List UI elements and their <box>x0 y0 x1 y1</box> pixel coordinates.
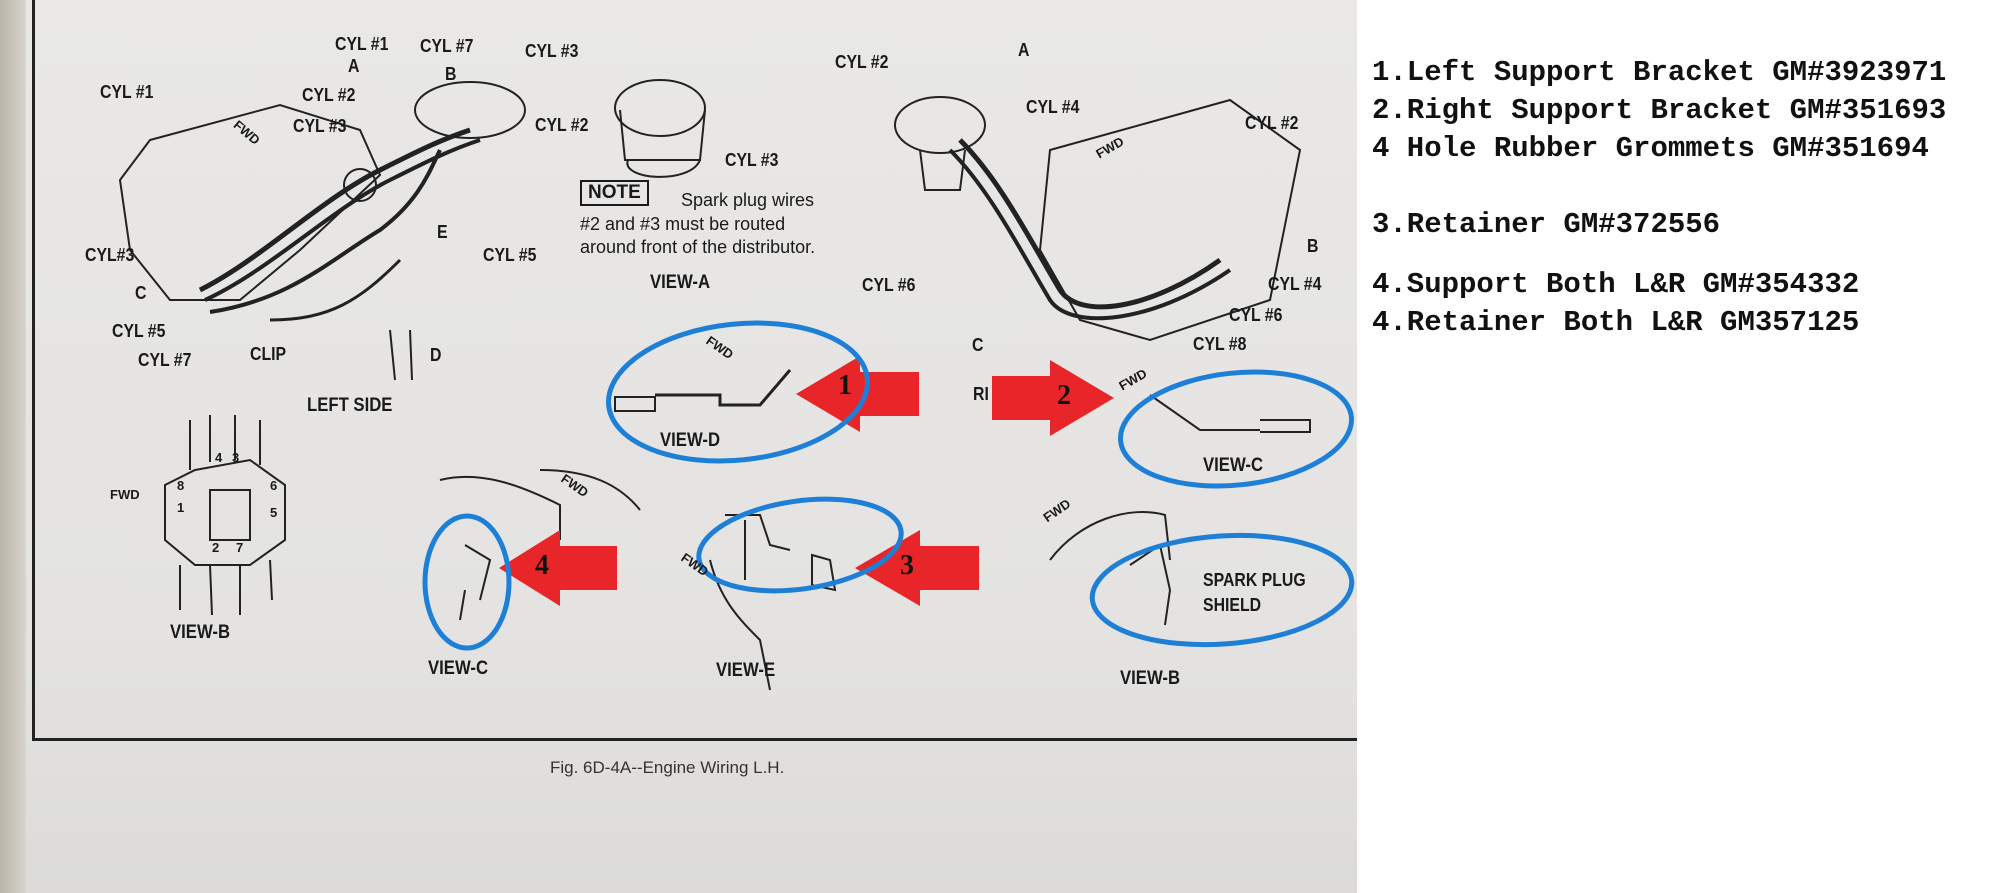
parts-list: 1.Left Support Bracket GM#3923971 2.Righ… <box>1372 54 1946 342</box>
cyl-number: 8 <box>177 478 185 493</box>
view-marker: A <box>1018 40 1030 60</box>
label-cyl: CYL #2 <box>535 115 589 135</box>
note-text: Spark plug wires <box>681 190 815 210</box>
view-e-title: VIEW-E <box>716 660 776 681</box>
outline-view-c-left <box>422 513 512 651</box>
spark-plug-shield-label: SPARK PLUG <box>1203 570 1306 590</box>
right-valve-cover <box>1038 98 1302 342</box>
cyl-number: 6 <box>270 478 278 493</box>
label-cyl: CYL #7 <box>138 350 192 370</box>
figure-frame <box>32 0 1357 741</box>
label-cyl: CYL #3 <box>293 116 347 136</box>
label-clip: CLIP <box>250 344 287 364</box>
outline-view-b-right <box>1089 532 1355 648</box>
label-cyl: CYL #2 <box>835 52 889 72</box>
book-spine <box>0 0 26 893</box>
view-b-left-title: VIEW-B <box>170 622 231 643</box>
callout-1: 1 <box>838 370 852 401</box>
label-cyl: CYL #4 <box>1026 97 1080 117</box>
red-arrows <box>499 356 1114 606</box>
label-cyl: CYL #6 <box>862 275 916 295</box>
left-valve-cover <box>118 103 382 301</box>
cyl-number: 3 <box>232 450 240 465</box>
part-item: 4.Retainer Both L&R GM357125 <box>1372 306 1860 339</box>
outline-view-d <box>606 320 870 464</box>
note-label: NOTE <box>580 180 649 206</box>
spark-plug-shield-label: SHIELD <box>1203 595 1262 615</box>
label-cyl: CYL #7 <box>420 36 474 56</box>
manual-page-photo: CYL #1 A CYL #1 CYL #7 CYL #3 B CYL #2 C… <box>0 0 1357 893</box>
arrow-3 <box>855 530 979 606</box>
label-cyl: CYL #4 <box>1268 274 1322 294</box>
label-cyl: CYL#3 <box>85 245 135 265</box>
arrow-4 <box>499 530 617 606</box>
view-marker: A <box>348 56 360 76</box>
view-a-title: VIEW-A <box>650 272 711 293</box>
outline-view-e <box>696 496 904 594</box>
outline-view-c-right <box>1117 369 1355 489</box>
view-marker: E <box>437 222 448 242</box>
cyl-number: 2 <box>212 540 220 555</box>
label-cyl: CYL #8 <box>1193 334 1247 354</box>
view-c-left-title: VIEW-C <box>428 658 489 679</box>
label-cyl: CYL #6 <box>1229 305 1283 325</box>
cyl-number: 7 <box>236 540 244 555</box>
callout-3: 3 <box>900 550 914 581</box>
part-item: 3.Retainer GM#372556 <box>1372 208 1721 241</box>
label-cyl: CYL #3 <box>525 41 579 61</box>
label-cyl: CYL #5 <box>483 245 537 265</box>
engine-line-art <box>118 79 1355 691</box>
view-marker: B <box>445 64 457 84</box>
part-item: 4.Support Both L&R GM#354332 <box>1372 268 1860 301</box>
cyl-number: 1 <box>177 500 185 515</box>
cyl-number: 4 <box>215 450 223 465</box>
callout-4: 4 <box>535 550 549 581</box>
label-cyl: CYL #3 <box>725 150 779 170</box>
label-cyl: CYL #5 <box>112 321 166 341</box>
arrow-2 <box>992 360 1114 436</box>
right-distributor-cap <box>894 96 986 154</box>
label-cyl: CYL #2 <box>1245 113 1299 133</box>
note-text: around front of the distributor. <box>580 237 816 257</box>
left-side-title: LEFT SIDE <box>307 395 393 416</box>
note-text: #2 and #3 must be routed <box>580 214 786 234</box>
view-b-right-title: VIEW-B <box>1120 668 1181 689</box>
view-marker: B <box>1307 236 1319 256</box>
label-right-side-partial: RI <box>973 384 989 404</box>
arrow-1 <box>796 356 919 432</box>
view-d-bracket <box>655 369 792 407</box>
left-distributor-cap <box>414 81 526 139</box>
part-item: 1.Left Support Bracket GM#3923971 <box>1372 56 1947 89</box>
part-item: 2.Right Support Bracket GM#351693 <box>1372 94 1947 127</box>
view-marker: C <box>972 335 984 355</box>
view-marker: C <box>135 283 147 303</box>
label-cyl: CYL #1 <box>335 34 389 54</box>
callout-2: 2 <box>1057 380 1071 411</box>
fwd-marker: FWD <box>110 487 140 502</box>
label-cyl: CYL #1 <box>100 82 154 102</box>
view-c-right-title: VIEW-C <box>1203 455 1264 476</box>
distributor-diagram <box>164 458 286 566</box>
view-d-title: VIEW-D <box>660 430 721 451</box>
cyl-number: 5 <box>270 505 278 520</box>
label-cyl: CYL #2 <box>302 85 356 105</box>
part-item: 4 Hole Rubber Grommets GM#351694 <box>1372 132 1929 165</box>
view-marker: D <box>430 345 442 365</box>
figure-caption: Fig. 6D-4A--Engine Wiring L.H. <box>550 758 785 777</box>
blue-outlines <box>422 320 1355 651</box>
